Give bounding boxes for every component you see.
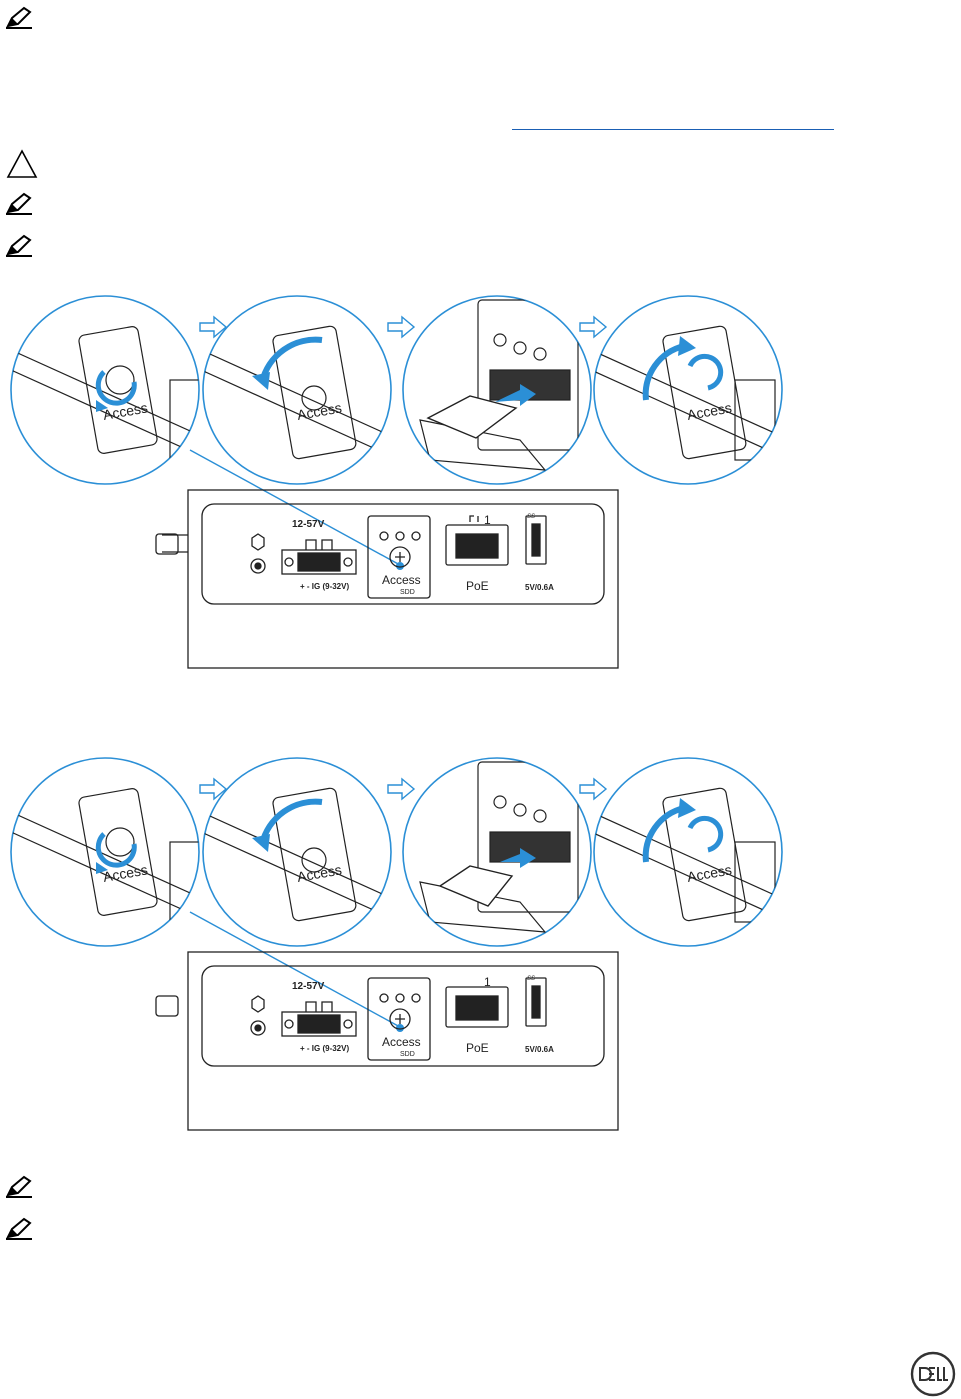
note-icon — [6, 234, 32, 257]
note-icon — [6, 192, 32, 215]
caution-icon — [6, 149, 38, 178]
step-arrow-icon — [387, 777, 416, 801]
lan-port-number: 1 — [484, 975, 491, 989]
terminal-label: + - IG (9-32V) — [300, 582, 349, 591]
usb-ss-logo: SS — [527, 514, 535, 520]
poe-label: PoE — [466, 1041, 489, 1055]
step-1-unscrew-circle: Access — [10, 757, 200, 947]
step-arrow-icon — [579, 777, 608, 801]
usb-rating-label: 5V/0.6A — [525, 583, 554, 592]
usb-rating-label: 5V/0.6A — [525, 1045, 554, 1054]
step-arrow-icon — [199, 315, 228, 339]
device-front-panel — [155, 951, 619, 1131]
microsd-card-install-figure: Access Access Access — [10, 757, 783, 1131]
step-2-open-door-circle: Access — [202, 757, 392, 947]
poe-label: PoE — [466, 579, 489, 593]
sd-card-install-figure: Access Access — [10, 295, 783, 669]
lan-port-number: 1 — [484, 513, 491, 527]
note-icon — [6, 6, 32, 29]
hyperlink-underline[interactable] — [512, 129, 834, 130]
step-1-unscrew-circle: Access — [10, 295, 200, 485]
note-icon — [6, 1217, 32, 1240]
step-arrow-icon — [199, 777, 228, 801]
device-front-panel — [155, 489, 619, 669]
sdd-label: SDD — [400, 1051, 415, 1058]
svg-text:Access: Access — [686, 861, 733, 885]
step-arrow-icon — [387, 315, 416, 339]
svg-text:Access: Access — [296, 861, 343, 885]
step-3-insert-microsd-circle — [402, 757, 592, 947]
terminal-label: + - IG (9-32V) — [300, 1044, 349, 1053]
access-door-label: Access — [382, 573, 421, 587]
dell-logo — [910, 1351, 956, 1397]
access-door-label: Access — [382, 1035, 421, 1049]
step-3-insert-card-circle — [402, 295, 592, 485]
svg-text:Access: Access — [686, 399, 733, 423]
step-arrow-icon — [579, 315, 608, 339]
sdd-label: SDD — [400, 589, 415, 596]
usb-ss-logo: SS — [527, 976, 535, 982]
step-4-close-door-circle: Access — [593, 757, 783, 947]
note-icon — [6, 1175, 32, 1198]
step-2-open-door-circle: Access — [202, 295, 392, 485]
power-input-label: 12-57V — [292, 981, 325, 992]
svg-text:Access: Access — [296, 399, 343, 423]
power-input-label: 12-57V — [292, 519, 325, 530]
step-4-close-door-circle: Access — [593, 295, 783, 485]
